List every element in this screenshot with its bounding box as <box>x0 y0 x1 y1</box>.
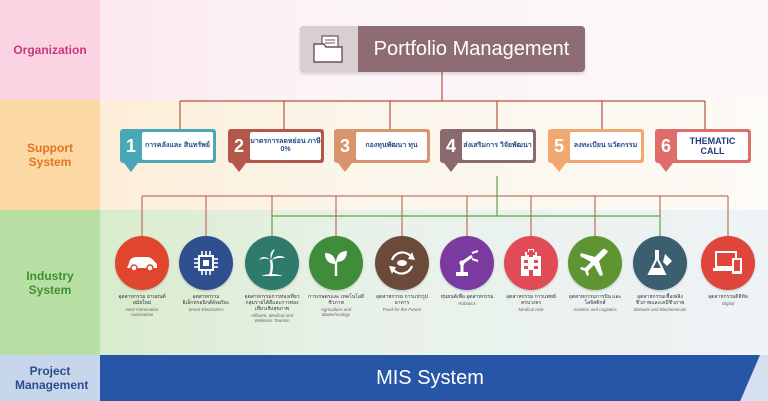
support-card-5: 5 ลงทะเบียน นวัตกรรม <box>548 129 644 172</box>
industry-item: อุตสาหกรรมการท่องเที่ยว กลุ่มรายได้ดีและ… <box>244 236 300 323</box>
industry-label-en: Biofuels and Biochemicals <box>633 307 687 312</box>
industry-label-th: อุตสาหกรรมเชื้อเพลิง ชีวภาพและเคมีชีวภาพ <box>635 294 685 306</box>
industry-label-en: Medical Hub <box>518 307 544 312</box>
industry-label-th: อุตสาหกรรมดิจิทัล <box>708 294 748 300</box>
logo-2: มาตรการลดหย่อน ภาษี 0% <box>250 132 321 160</box>
industry-label-th: อุตสาหกรรมการบิน และโลจิสติกส์ <box>568 294 622 306</box>
row-label-organization: Organization <box>0 0 100 100</box>
support-card-4: 4 ส่งเสริมการ วิจัยพัฒนา <box>440 129 536 172</box>
support-card-pointer <box>124 163 138 172</box>
support-card-number: 4 <box>445 135 456 156</box>
folder-icon <box>300 26 358 72</box>
logo-5: ลงทะเบียน นวัตกรรม <box>570 132 641 160</box>
flask-icon <box>633 236 687 290</box>
support-card-number: 6 <box>660 135 671 156</box>
palm-tree-icon <box>245 236 299 290</box>
industry-item: อุตสาหกรรมเชื้อเพลิง ชีวภาพและเคมีชีวภาพ… <box>632 236 688 312</box>
support-card-number: 2 <box>233 135 244 156</box>
support-card-3: 3 กองทุนพัฒนา ทุน <box>334 129 430 172</box>
industry-label-en: Aviation and Logistics <box>573 307 617 312</box>
logo-4: ส่งเสริมการ วิจัยพัฒนา <box>462 132 533 160</box>
industry-label-en: Affluent, Medical and Wellness Tourism <box>250 313 294 323</box>
support-card-number: 3 <box>339 135 350 156</box>
portfolio-management-title: Portfolio Management <box>373 37 570 60</box>
industry-label-th: อุตสาหกรรม ยานยนต์สมัยใหม่ <box>118 294 166 306</box>
support-card-number: 5 <box>553 135 564 156</box>
row-label-project-text: Project Management <box>15 364 89 392</box>
row-label-industry-text: Industry System <box>26 268 74 297</box>
industry-label-th: อุตสาหกรรม อิเล็กทรอนิกส์อัจฉริยะ <box>182 294 230 306</box>
chip-icon <box>179 236 233 290</box>
industry-label-en: Next Generation Automotive <box>125 307 159 317</box>
logo-6: THEMATIC CALL <box>677 132 748 160</box>
robot-arm-icon <box>440 236 494 290</box>
industry-label-th: การเกษตรและ เทคโนโลยีชีวภาพ <box>308 294 364 306</box>
support-card-pointer <box>444 163 458 172</box>
industry-label-th: อุตสาหกรรม การแพทย์ครบวงจร <box>506 294 556 306</box>
row-label-industry: Industry System <box>0 210 100 355</box>
support-card-pointer <box>232 163 246 172</box>
support-card-pointer <box>659 163 673 172</box>
support-card-number: 1 <box>125 135 136 156</box>
logo-1: การคลังและ สินทรัพย์ <box>142 132 213 160</box>
food-cycle-icon <box>375 236 429 290</box>
mis-system-bar: MIS System <box>100 355 760 401</box>
industry-label-en: Agriculture and Biotechnology <box>320 307 352 317</box>
row-label-support: Support System <box>0 100 100 210</box>
industry-label-en: Food for the Future <box>382 307 422 312</box>
car-icon <box>115 236 169 290</box>
row-label-support-text: Support System <box>27 141 73 169</box>
sprout-icon <box>309 236 363 290</box>
support-card-pointer <box>338 163 352 172</box>
support-card-pointer <box>552 163 566 172</box>
row-label-project: Project Management <box>0 355 100 401</box>
support-card-2: 2 มาตรการลดหย่อน ภาษี 0% <box>228 129 324 172</box>
devices-icon <box>701 236 755 290</box>
support-card-1: 1 การคลังและ สินทรัพย์ <box>120 129 216 172</box>
airplane-icon <box>568 236 622 290</box>
industry-label-en: Smart Electronics <box>188 307 224 312</box>
industry-label-en: Robotics <box>458 301 476 306</box>
industry-label-th: อุตสาหกรรมการท่องเที่ยว กลุ่มรายได้ดีและ… <box>244 294 300 312</box>
industry-label-th: หุ่นยนต์เพื่อ อุตสาหกรรม <box>440 294 494 300</box>
industry-label-th: อุตสาหกรรม การแปรรูปอาหาร <box>376 294 428 306</box>
industry-item: อุตสาหกรรมการบิน และโลจิสติกส์Aviation a… <box>567 236 623 312</box>
industry-label-en: Digital <box>721 301 735 306</box>
support-card-6: 6 THEMATIC CALL <box>655 129 751 172</box>
logo-3: กองทุนพัฒนา ทุน <box>356 132 427 160</box>
industry-item: อุตสาหกรรม ยานยนต์สมัยใหม่Next Generatio… <box>114 236 170 317</box>
portfolio-management-box: Portfolio Management <box>300 26 585 72</box>
hospital-icon <box>504 236 558 290</box>
